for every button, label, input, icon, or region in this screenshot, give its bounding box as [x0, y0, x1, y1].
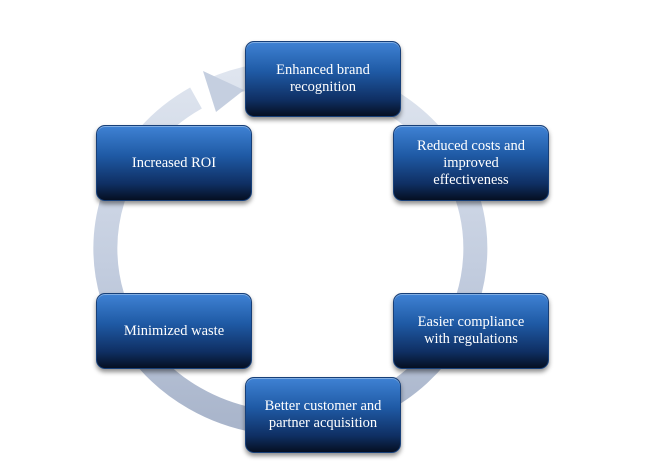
node-minimized-waste: Minimized waste	[96, 293, 252, 369]
node-reduced-costs: Reduced costs and improved effectiveness	[393, 125, 549, 201]
node-better-acquisition: Better customer and partner acquisition	[245, 377, 401, 453]
node-increased-roi: Increased ROI	[96, 125, 252, 201]
cycle-arrowhead	[203, 71, 244, 112]
node-enhanced-brand-recognition: Enhanced brand recognition	[245, 41, 401, 117]
node-easier-compliance: Easier compliance with regulations	[393, 293, 549, 369]
